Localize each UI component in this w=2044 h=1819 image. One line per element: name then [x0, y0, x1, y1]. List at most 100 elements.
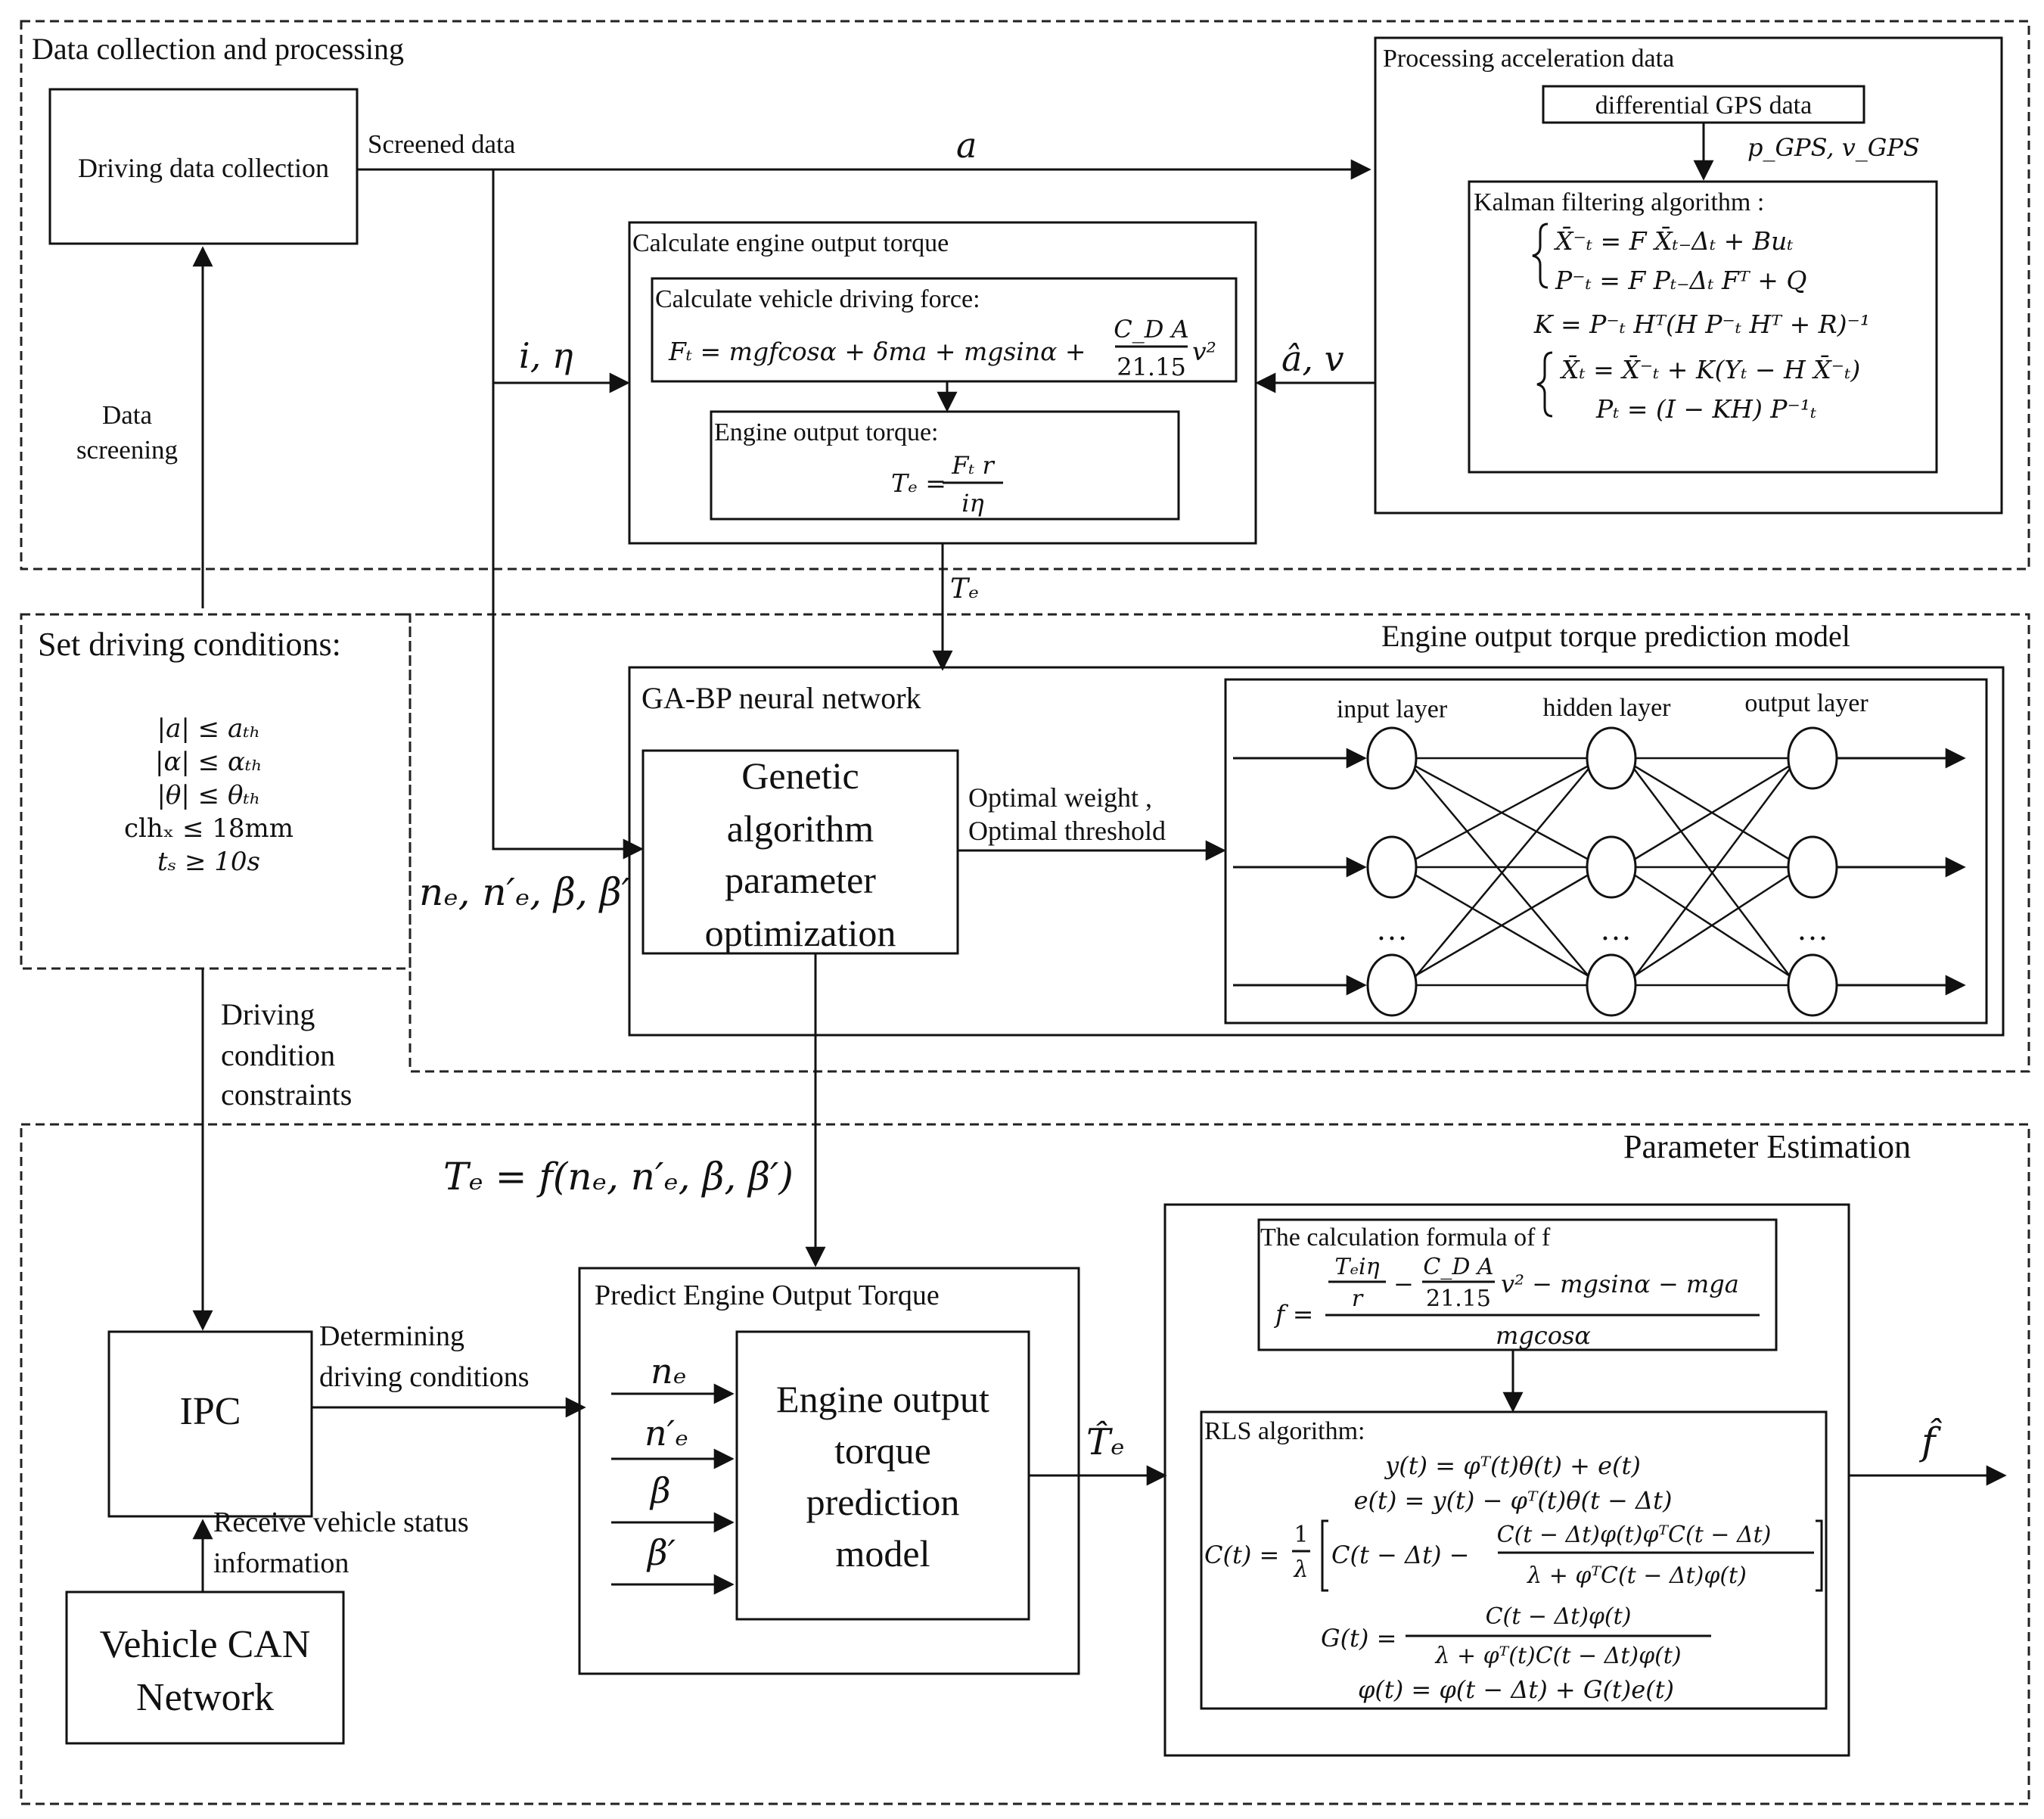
hidden-node-2 — [1586, 835, 1637, 899]
network-connections — [1414, 757, 1791, 987]
torque-function-eq: Tₑ = f(nₑ, n′ₑ, β, β′) — [443, 1155, 794, 1199]
f-formula-lhs: f = — [1273, 1299, 1313, 1329]
i-eta-label: i, η — [519, 335, 573, 376]
constraints-label-2: condition — [221, 1038, 335, 1072]
can-network-label-2: Network — [136, 1676, 274, 1719]
genetic-algorithm-label-2: algorithm — [727, 807, 874, 850]
input-ne-prime-label: n′ₑ — [645, 1413, 688, 1454]
determining-label-1: Determining — [319, 1320, 464, 1352]
prediction-model-label-1: Engine output — [776, 1378, 989, 1420]
a-hat-v-label: â, v — [1281, 338, 1344, 379]
f-term-a-den: r — [1352, 1286, 1364, 1312]
rls-eq-3-one: 1 — [1294, 1522, 1308, 1548]
driving-force-eq: Fₜ = mgfcosα + δma + mgsinα + — [668, 337, 1086, 366]
input-node-3 — [1366, 953, 1418, 1017]
feature-inputs-label: nₑ, n′ₑ, β, β′ — [419, 870, 631, 914]
rls-eq-3-lambda: λ — [1293, 1556, 1308, 1583]
kalman-eq-4: X̄ₜ = X̄⁻ₜ + K(Yₜ − H X̄⁻ₜ) — [1559, 354, 1860, 384]
rls-eq-1: y(t) = φᵀ(t)θ(t) + e(t) — [1384, 1451, 1641, 1480]
kalman-title: Kalman filtering algorithm : — [1474, 188, 1764, 216]
driving-force-frac-den: 21.15 — [1117, 353, 1186, 381]
ipc-box — [107, 1330, 313, 1518]
feature-inputs-arrow — [492, 169, 644, 860]
rls-eq-2: e(t) = y(t) − φᵀ(t)θ(t − Δt) — [1354, 1486, 1673, 1515]
input-ne-label: nₑ — [651, 1351, 686, 1391]
acceleration-processing-box — [1374, 36, 2003, 515]
kalman-box — [1468, 180, 1938, 474]
optimal-weight-label: Optimal weight , — [968, 782, 1152, 813]
input-layer-label: input layer — [1337, 695, 1448, 723]
hidden-node-3 — [1586, 953, 1637, 1017]
engine-torque-lhs: Tₑ = — [891, 468, 946, 498]
genetic-algorithm-box — [641, 749, 959, 955]
rls-eq-3-mid: C(t − Δt) − — [1331, 1541, 1469, 1569]
receive-status-label-2: information — [213, 1547, 349, 1579]
te-hat-label: T̂ₑ — [1086, 1419, 1125, 1463]
rls-eq-4-lhs: G(t) = — [1321, 1624, 1396, 1653]
prediction-model-box — [735, 1330, 1030, 1621]
output-ellipsis: … — [1797, 913, 1828, 947]
f-denominator: mgcosα — [1496, 1321, 1591, 1350]
engine-torque-den: iη — [961, 489, 983, 518]
input-beta-label: β — [649, 1470, 671, 1511]
f-term-a-num: Tₑiη — [1334, 1254, 1379, 1280]
condition-item-2: |θ| ≤ θₜₕ — [157, 780, 260, 810]
constraints-label-1: Driving — [221, 997, 315, 1031]
prediction-model-title: Engine output torque prediction model — [1381, 619, 1850, 653]
acceleration-processing-title: Processing acceleration data — [1383, 45, 1674, 73]
parameter-estimation-title: Parameter Estimation — [1623, 1128, 1911, 1165]
kalman-brace-2 — [1536, 351, 1553, 418]
prediction-model-label-3: prediction — [806, 1481, 960, 1523]
f-minus: − — [1393, 1270, 1414, 1298]
predict-torque-box — [578, 1267, 1080, 1675]
parameter-estimation-section — [20, 1123, 2030, 1805]
prediction-model-label-4: model — [836, 1532, 930, 1575]
kalman-eq-5: Pₜ = (I − KH) P⁻¹ₜ — [1595, 394, 1816, 424]
can-network-box — [65, 1590, 345, 1745]
rls-eq-4-den: λ + φᵀ(t)C(t − Δt)φ(t) — [1434, 1643, 1681, 1669]
data-screening-label-1: Data — [102, 400, 153, 430]
predict-torque-title: Predict Engine Output Torque — [595, 1280, 940, 1311]
output-node-3 — [1787, 953, 1838, 1017]
genetic-algorithm-label-1: Genetic — [741, 754, 859, 797]
determining-label-2: driving conditions — [319, 1361, 530, 1393]
output-node-2 — [1787, 835, 1838, 899]
kalman-eq-2: P⁻ₜ = F Pₜ₋Δₜ Fᵀ + Q — [1555, 266, 1806, 295]
gabp-box — [628, 666, 2005, 1037]
output-node-1 — [1787, 726, 1838, 790]
data-collection-section — [20, 20, 2030, 571]
condition-item-4: tₛ ≥ 10s — [157, 847, 260, 877]
estimation-box — [1163, 1203, 1850, 1757]
gabp-title: GA-BP neural network — [641, 681, 921, 715]
f-term-b-num: C_D A — [1423, 1254, 1493, 1280]
gps-data-label: differential GPS data — [1595, 92, 1812, 120]
rls-eq-3-bracket-right — [1816, 1519, 1823, 1592]
prediction-model-label-2: torque — [834, 1429, 931, 1472]
driving-force-tail: v² — [1192, 337, 1216, 366]
optimal-threshold-label: Optimal threshold — [968, 816, 1166, 846]
kalman-brace-1 — [1532, 222, 1549, 289]
f-term-b-den: 21.15 — [1426, 1286, 1491, 1312]
conditions-section — [20, 613, 412, 970]
can-network-label-1: Vehicle CAN — [100, 1623, 311, 1666]
engine-torque-box — [710, 410, 1180, 521]
driving-force-title: Calculate vehicle driving force: — [655, 285, 980, 313]
output-layer-label: output layer — [1744, 689, 1868, 717]
hidden-node-1 — [1586, 726, 1637, 790]
f-formula-box — [1257, 1218, 1778, 1351]
engine-torque-num: Fₜ r — [951, 451, 995, 480]
kalman-eq-3: K = P⁻ₜ Hᵀ(H P⁻ₜ Hᵀ + R)⁻¹ — [1533, 309, 1870, 339]
engine-torque-title: Engine output torque: — [714, 418, 939, 446]
te-label: Tₑ — [950, 574, 979, 605]
torque-calc-title: Calculate engine output torque — [632, 229, 949, 257]
hidden-ellipsis: … — [1600, 913, 1632, 947]
conditions-title: Set driving conditions: — [38, 626, 341, 663]
data-screening-label-2: screening — [76, 435, 178, 465]
driving-force-box — [651, 277, 1238, 383]
gps-vars-label: p_GPS, v_GPS — [1747, 133, 1920, 162]
input-ellipsis: … — [1376, 913, 1408, 947]
genetic-algorithm-label-4: optimization — [705, 912, 896, 954]
f-formula-title: The calculation formula of f — [1260, 1224, 1551, 1252]
